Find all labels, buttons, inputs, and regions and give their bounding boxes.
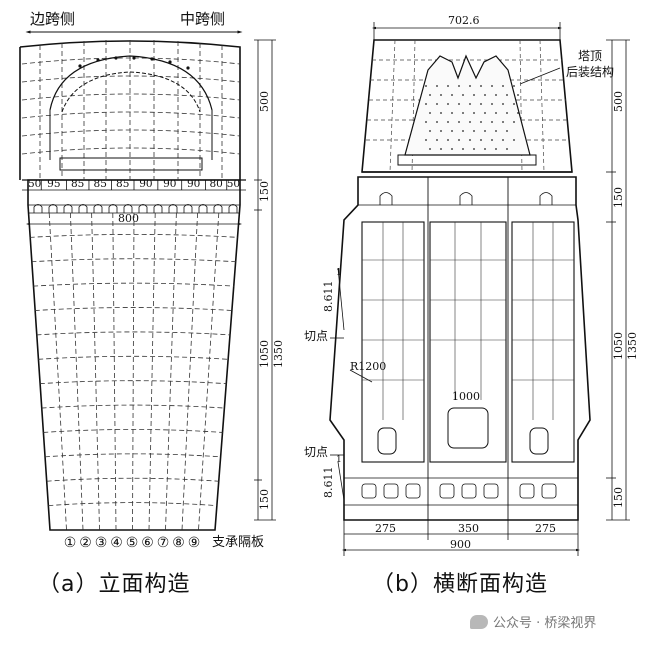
cross-section-drawing: 702.6 塔顶 后装结构 [304, 14, 639, 556]
diaphragm-6: ⑥ [141, 535, 154, 551]
elev-h-1350: 1350 [272, 340, 285, 368]
sect-h-150-bot: 150 [612, 487, 625, 508]
sect-h-1050: 1050 [612, 332, 625, 360]
bottom-total-label: 900 [450, 538, 471, 551]
diaphragm-label: 支承隔板 [212, 535, 264, 550]
segment-width-7: 90 [187, 178, 200, 190]
elev-h-500: 500 [258, 91, 271, 112]
sect-h-500: 500 [612, 91, 625, 112]
segment-width-9: 50 [227, 178, 240, 190]
total-width-label: 800 [118, 212, 139, 225]
diaphragm-9: ⑨ [188, 535, 201, 551]
anchor-arch [49, 55, 213, 111]
watermark-text: 公众号 · 桥梁视界 [493, 616, 597, 631]
mid-span-label: 中跨侧 [180, 10, 225, 28]
sect-h-150-top: 150 [612, 187, 625, 208]
side-span-label: 边跨侧 [30, 10, 75, 28]
slope-bottom-label: 8.611 [322, 467, 335, 499]
tower-top-outline [19, 40, 241, 180]
middle-manhole [447, 407, 489, 449]
cut-point-top-label: 切点 [304, 329, 328, 343]
radius-label: R1200 [350, 360, 386, 373]
caption-section: （b）横断面构造 [372, 572, 548, 597]
cells [361, 177, 575, 520]
anchor-bolts [78, 56, 190, 70]
tower-top-label: 塔顶 [578, 49, 602, 63]
segment-width-4: 85 [116, 178, 129, 190]
segment-width-0: 50 [28, 178, 41, 190]
left-cell [361, 221, 425, 463]
saddle-structure [404, 54, 531, 156]
diaphragm-7: ⑦ [157, 535, 170, 551]
diaphragm-8: ⑧ [172, 535, 185, 551]
elev-height-dims [254, 39, 276, 521]
inner-width-label: 1000 [452, 390, 480, 403]
lower-grid [29, 212, 239, 531]
slope-top-label: 8.611 [322, 281, 335, 313]
right-manhole [529, 427, 549, 455]
segment-width-2: 85 [71, 178, 84, 190]
segment-width-5: 90 [139, 178, 152, 190]
upper-grid [21, 40, 241, 180]
segment-width-6: 90 [163, 178, 176, 190]
slope-bottom-unit: 1 [336, 455, 342, 465]
wechat-icon [470, 615, 488, 629]
tower-shaft-outline [329, 176, 591, 521]
segment-width-1: 95 [47, 178, 60, 190]
bottom-seg-right: 275 [535, 522, 556, 535]
slope-top-unit: 1 [336, 268, 342, 278]
left-manhole [377, 427, 397, 455]
right-cell [511, 221, 575, 463]
segment-width-8: 80 [209, 178, 222, 190]
sect-h-1350: 1350 [626, 332, 639, 360]
post-install-label: 后装结构 [566, 64, 614, 79]
diaphragm-5: ⑤ [126, 535, 139, 551]
diaphragm-4: ④ [110, 535, 123, 551]
bottom-seg-left: 275 [375, 522, 396, 535]
diaphragm-3: ③ [95, 535, 108, 551]
elev-h-1050: 1050 [258, 340, 271, 368]
caption-elevation: （a）立面构造 [38, 572, 191, 597]
bottom-seg-middle: 350 [458, 522, 479, 535]
middle-cell [429, 221, 507, 463]
watermark: 公众号 · 桥梁视界 [470, 612, 596, 631]
diaphragm-1: ① [64, 535, 77, 551]
anchor-base [59, 157, 203, 171]
segment-width-row: 50 95 85 85 85 90 90 90 80 50 [28, 178, 240, 190]
elevation-drawing: 边跨侧 中跨侧 [19, 10, 285, 551]
saddle-base [397, 154, 537, 166]
cell-grid [362, 222, 574, 420]
elev-h-150-bot: 150 [258, 489, 271, 510]
top-width-label: 702.6 [448, 14, 480, 27]
segment-width-3: 85 [94, 178, 107, 190]
elev-h-150-top: 150 [258, 181, 271, 202]
cut-point-bottom-label: 切点 [304, 445, 328, 459]
diaphragm-2: ② [79, 535, 92, 551]
